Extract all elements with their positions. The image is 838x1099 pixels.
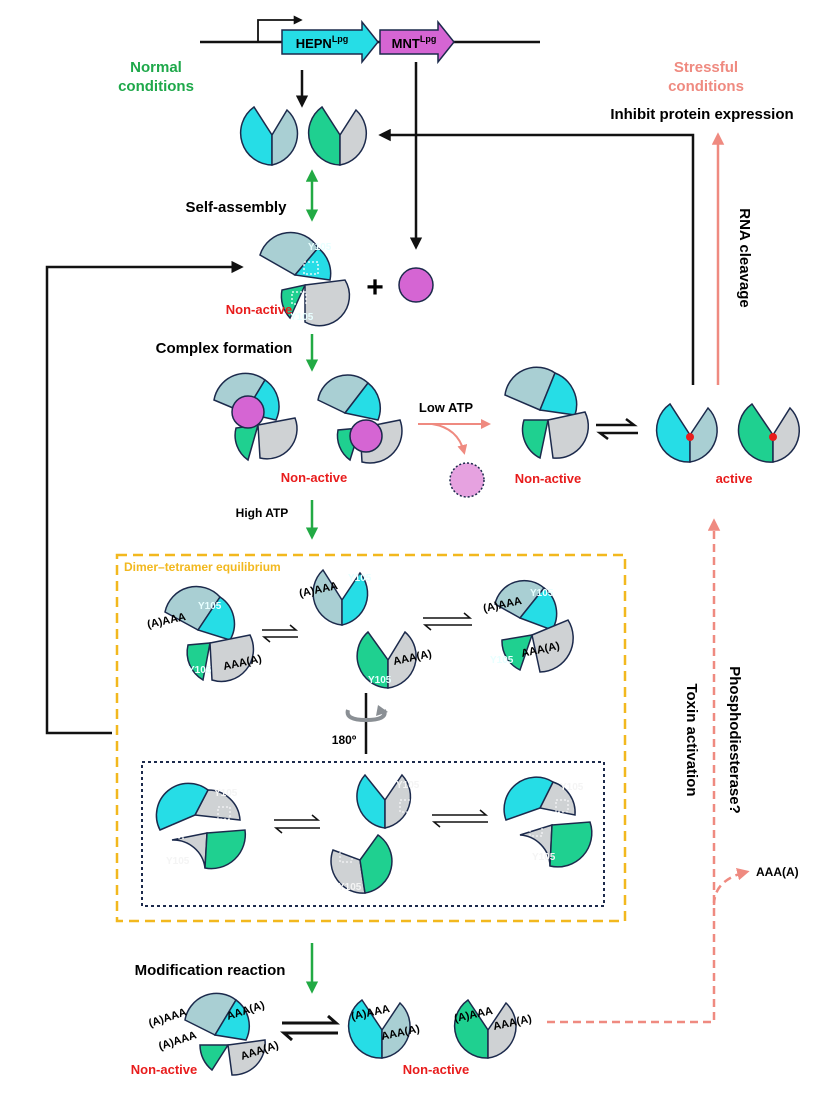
y105-label-12: Y105 (338, 882, 362, 893)
hepn-mnt-complex-1 (213, 372, 298, 462)
non-active-label-5: Non-active (403, 1062, 469, 1077)
mnt-gene-arrow (379, 19, 455, 65)
mnt-gene-label: MNTLpg (392, 34, 437, 51)
plus-sign: + (366, 271, 384, 304)
rotated-tetramer-1: Y105 Y105 (155, 782, 247, 870)
y105-label-1: Y105 (308, 242, 332, 253)
non-active-label-2: Non-active (281, 470, 347, 485)
promoter-arrow (257, 15, 303, 42)
hepn-dimer: Y105 Y105 (259, 231, 351, 327)
y105-label-3: Y105 (198, 601, 222, 612)
non-active-label-4: Non-active (131, 1062, 197, 1077)
y105-label-4: Y105 (188, 665, 212, 676)
y105-label-9: Y105 (214, 788, 238, 799)
non-active-label-1: Non-active (226, 302, 292, 317)
high-atp-label: High ATP (236, 506, 289, 520)
polya-label-1: (A)AAA (146, 611, 187, 631)
inhibit-protein-expression-label: Inhibit protein expression (610, 106, 793, 123)
dimer-tetramer-title: Dimer–tetramer equilibrium (124, 560, 281, 574)
polya-label-4: (A)AAA (147, 1006, 188, 1030)
rotated-view-box (141, 761, 605, 907)
rotated-tetramer-2: Y105 Y105 (503, 776, 593, 868)
normal-conditions-line1: Normal (130, 59, 182, 76)
free-hepn-dimer (504, 366, 590, 460)
normal-conditions-line2: conditions (118, 78, 194, 95)
modified-monomer-cyan-product: (A)AAA AAA(A) (347, 998, 421, 1059)
operon: HEPNLpg MNTLpg (200, 15, 540, 65)
modified-monomers-split: (A)AAA Y105 Y105 AAA(A) (298, 568, 433, 689)
y105-label-7: Y105 (530, 588, 554, 599)
stressful-conditions-line2: conditions (668, 78, 744, 95)
complex-formation-label: Complex formation (156, 340, 293, 357)
hepn-gene-arrow (281, 19, 379, 65)
y105-label-5: Y105 (348, 573, 372, 584)
modified-monomer-green-product: (A)AAA AAA(A) (453, 998, 533, 1059)
y105-label-14: Y105 (532, 852, 556, 863)
rotated-monomers-split: Y105 Y105 (330, 773, 420, 894)
y105-label-2: Y105 (290, 312, 314, 323)
y105-label-6: Y105 (368, 675, 392, 686)
released-mnt (449, 462, 485, 498)
hepn-monomer-green (307, 105, 368, 166)
stressful-conditions-line1: Stressful (674, 59, 738, 76)
low-atp-label: Low ATP (419, 400, 473, 415)
polya-label-5: (A)AAA (157, 1029, 198, 1053)
self-assembly-label: Self-assembly (186, 199, 288, 216)
active-monomer-cyan (655, 402, 718, 463)
y105-label-10: Y105 (166, 856, 190, 867)
active-monomer-green (737, 402, 800, 463)
modification-reaction-label: Modification reaction (135, 962, 286, 979)
aaaa-released-label: AAA(A) (756, 865, 799, 879)
mnt-antitoxin (398, 267, 434, 303)
rotation-label: 180º (332, 733, 357, 747)
hepn-mnt-complex-2 (317, 374, 403, 464)
modified-dimer-1: (A)AAA Y105 Y105 AAA(A) (146, 585, 263, 683)
toxin-activation-label: Toxin activation (683, 683, 700, 796)
rna-cleavage-label: RNA cleavage (736, 208, 753, 308)
hepn-monomer-cyan (239, 105, 299, 166)
phosphodiesterase-label: Phosphodiesterase? (726, 666, 743, 814)
non-active-label-3: Non-active (515, 471, 581, 486)
y105-label-11: Y105 (396, 780, 420, 791)
active-label: active (716, 471, 753, 486)
y105-label-8: Y105 (490, 655, 514, 666)
modified-tetramer: (A)AAA Y105 Y105 AAA(A) (482, 579, 574, 673)
hepn-gene-label: HEPNLpg (296, 34, 349, 51)
dimer-tetramer-box (115, 553, 627, 923)
y105-label-13: Y105 (560, 782, 584, 793)
